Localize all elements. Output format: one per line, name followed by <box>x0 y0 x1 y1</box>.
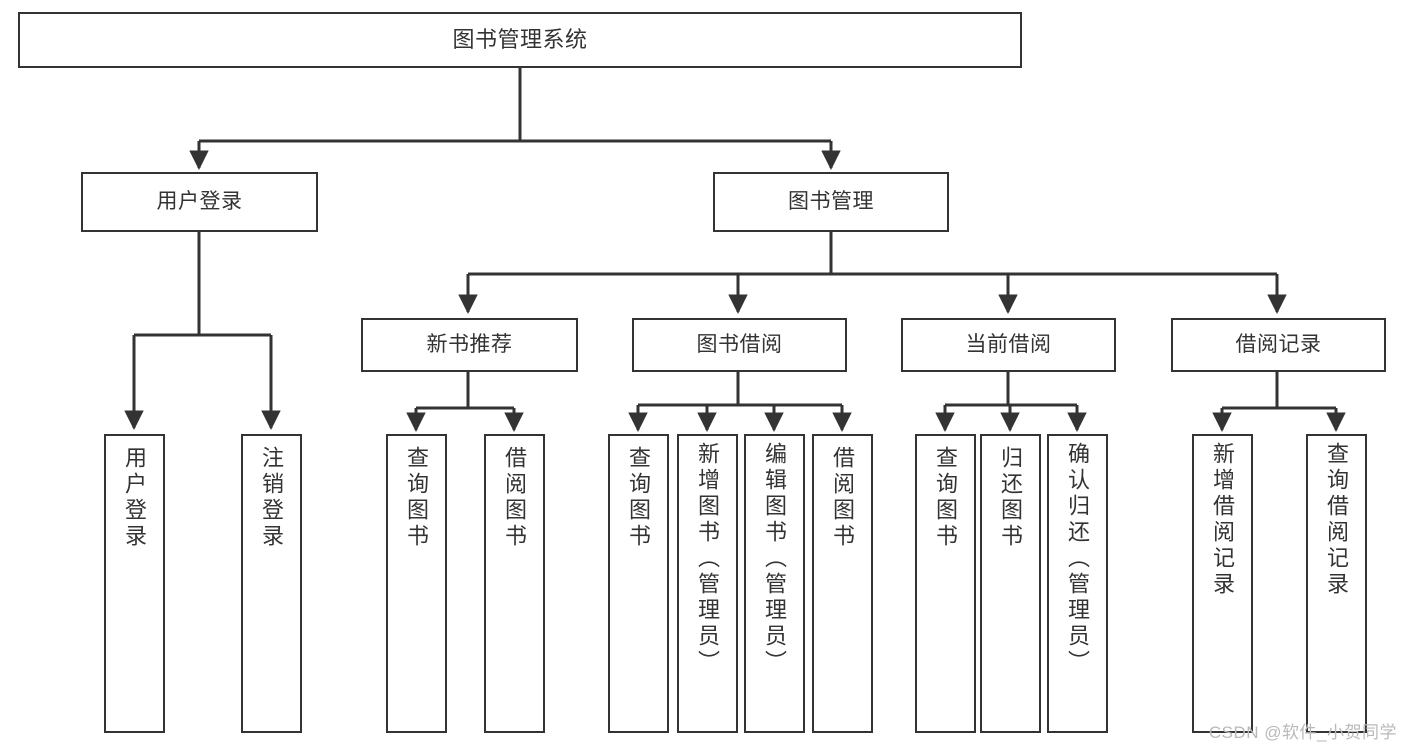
node-leaf-query-book-2[interactable]: 查询图书 <box>608 434 669 733</box>
node-leaf-query-record[interactable]: 查询借阅记录 <box>1306 434 1367 733</box>
node-leaf-edit-book-label: 编辑图书（管理员） <box>762 442 788 676</box>
node-book-borrow-label: 图书借阅 <box>696 332 783 356</box>
node-leaf-return-book[interactable]: 归还图书 <box>980 434 1041 733</box>
node-borrow-record[interactable]: 借阅记录 <box>1171 318 1386 372</box>
node-leaf-add-record[interactable]: 新增借阅记录 <box>1192 434 1253 733</box>
node-root-label: 图书管理系统 <box>452 27 588 53</box>
node-leaf-confirm-return-label: 确认归还（管理员） <box>1065 442 1091 676</box>
node-current-borrow-label: 当前借阅 <box>965 332 1052 356</box>
node-root[interactable]: 图书管理系统 <box>18 12 1022 68</box>
node-leaf-user-login-label: 用户登录 <box>122 446 148 550</box>
node-leaf-add-book[interactable]: 新增图书（管理员） <box>677 434 738 733</box>
node-leaf-logout[interactable]: 注销登录 <box>241 434 302 733</box>
node-leaf-return-book-label: 归还图书 <box>998 446 1024 550</box>
node-leaf-user-login[interactable]: 用户登录 <box>104 434 165 733</box>
node-leaf-add-record-label: 新增借阅记录 <box>1210 442 1236 598</box>
node-leaf-logout-label: 注销登录 <box>259 446 285 550</box>
node-leaf-borrow-book-2-label: 借阅图书 <box>830 446 856 550</box>
node-book-borrow[interactable]: 图书借阅 <box>632 318 847 372</box>
node-leaf-query-book-1[interactable]: 查询图书 <box>386 434 447 733</box>
node-book-manage[interactable]: 图书管理 <box>713 172 949 232</box>
node-leaf-query-record-label: 查询借阅记录 <box>1324 442 1350 598</box>
node-leaf-edit-book[interactable]: 编辑图书（管理员） <box>744 434 805 733</box>
node-leaf-borrow-book-1-label: 借阅图书 <box>502 446 528 550</box>
node-user-login-label: 用户登录 <box>156 189 243 213</box>
node-leaf-borrow-book-1[interactable]: 借阅图书 <box>484 434 545 733</box>
node-leaf-query-book-1-label: 查询图书 <box>404 446 430 550</box>
node-leaf-query-book-3[interactable]: 查询图书 <box>915 434 976 733</box>
node-leaf-query-book-2-label: 查询图书 <box>626 446 652 550</box>
node-leaf-query-book-3-label: 查询图书 <box>933 446 959 550</box>
node-leaf-confirm-return[interactable]: 确认归还（管理员） <box>1047 434 1108 733</box>
node-user-login[interactable]: 用户登录 <box>81 172 318 232</box>
node-borrow-record-label: 借阅记录 <box>1235 332 1322 356</box>
node-current-borrow[interactable]: 当前借阅 <box>901 318 1116 372</box>
node-new-book-recommend[interactable]: 新书推荐 <box>361 318 578 372</box>
csdn-watermark: CSDN @软件_小贺同学 <box>1208 723 1397 742</box>
node-leaf-borrow-book-2[interactable]: 借阅图书 <box>812 434 873 733</box>
node-leaf-add-book-label: 新增图书（管理员） <box>695 442 721 676</box>
node-book-manage-label: 图书管理 <box>788 189 874 213</box>
node-new-book-recommend-label: 新书推荐 <box>426 332 513 356</box>
